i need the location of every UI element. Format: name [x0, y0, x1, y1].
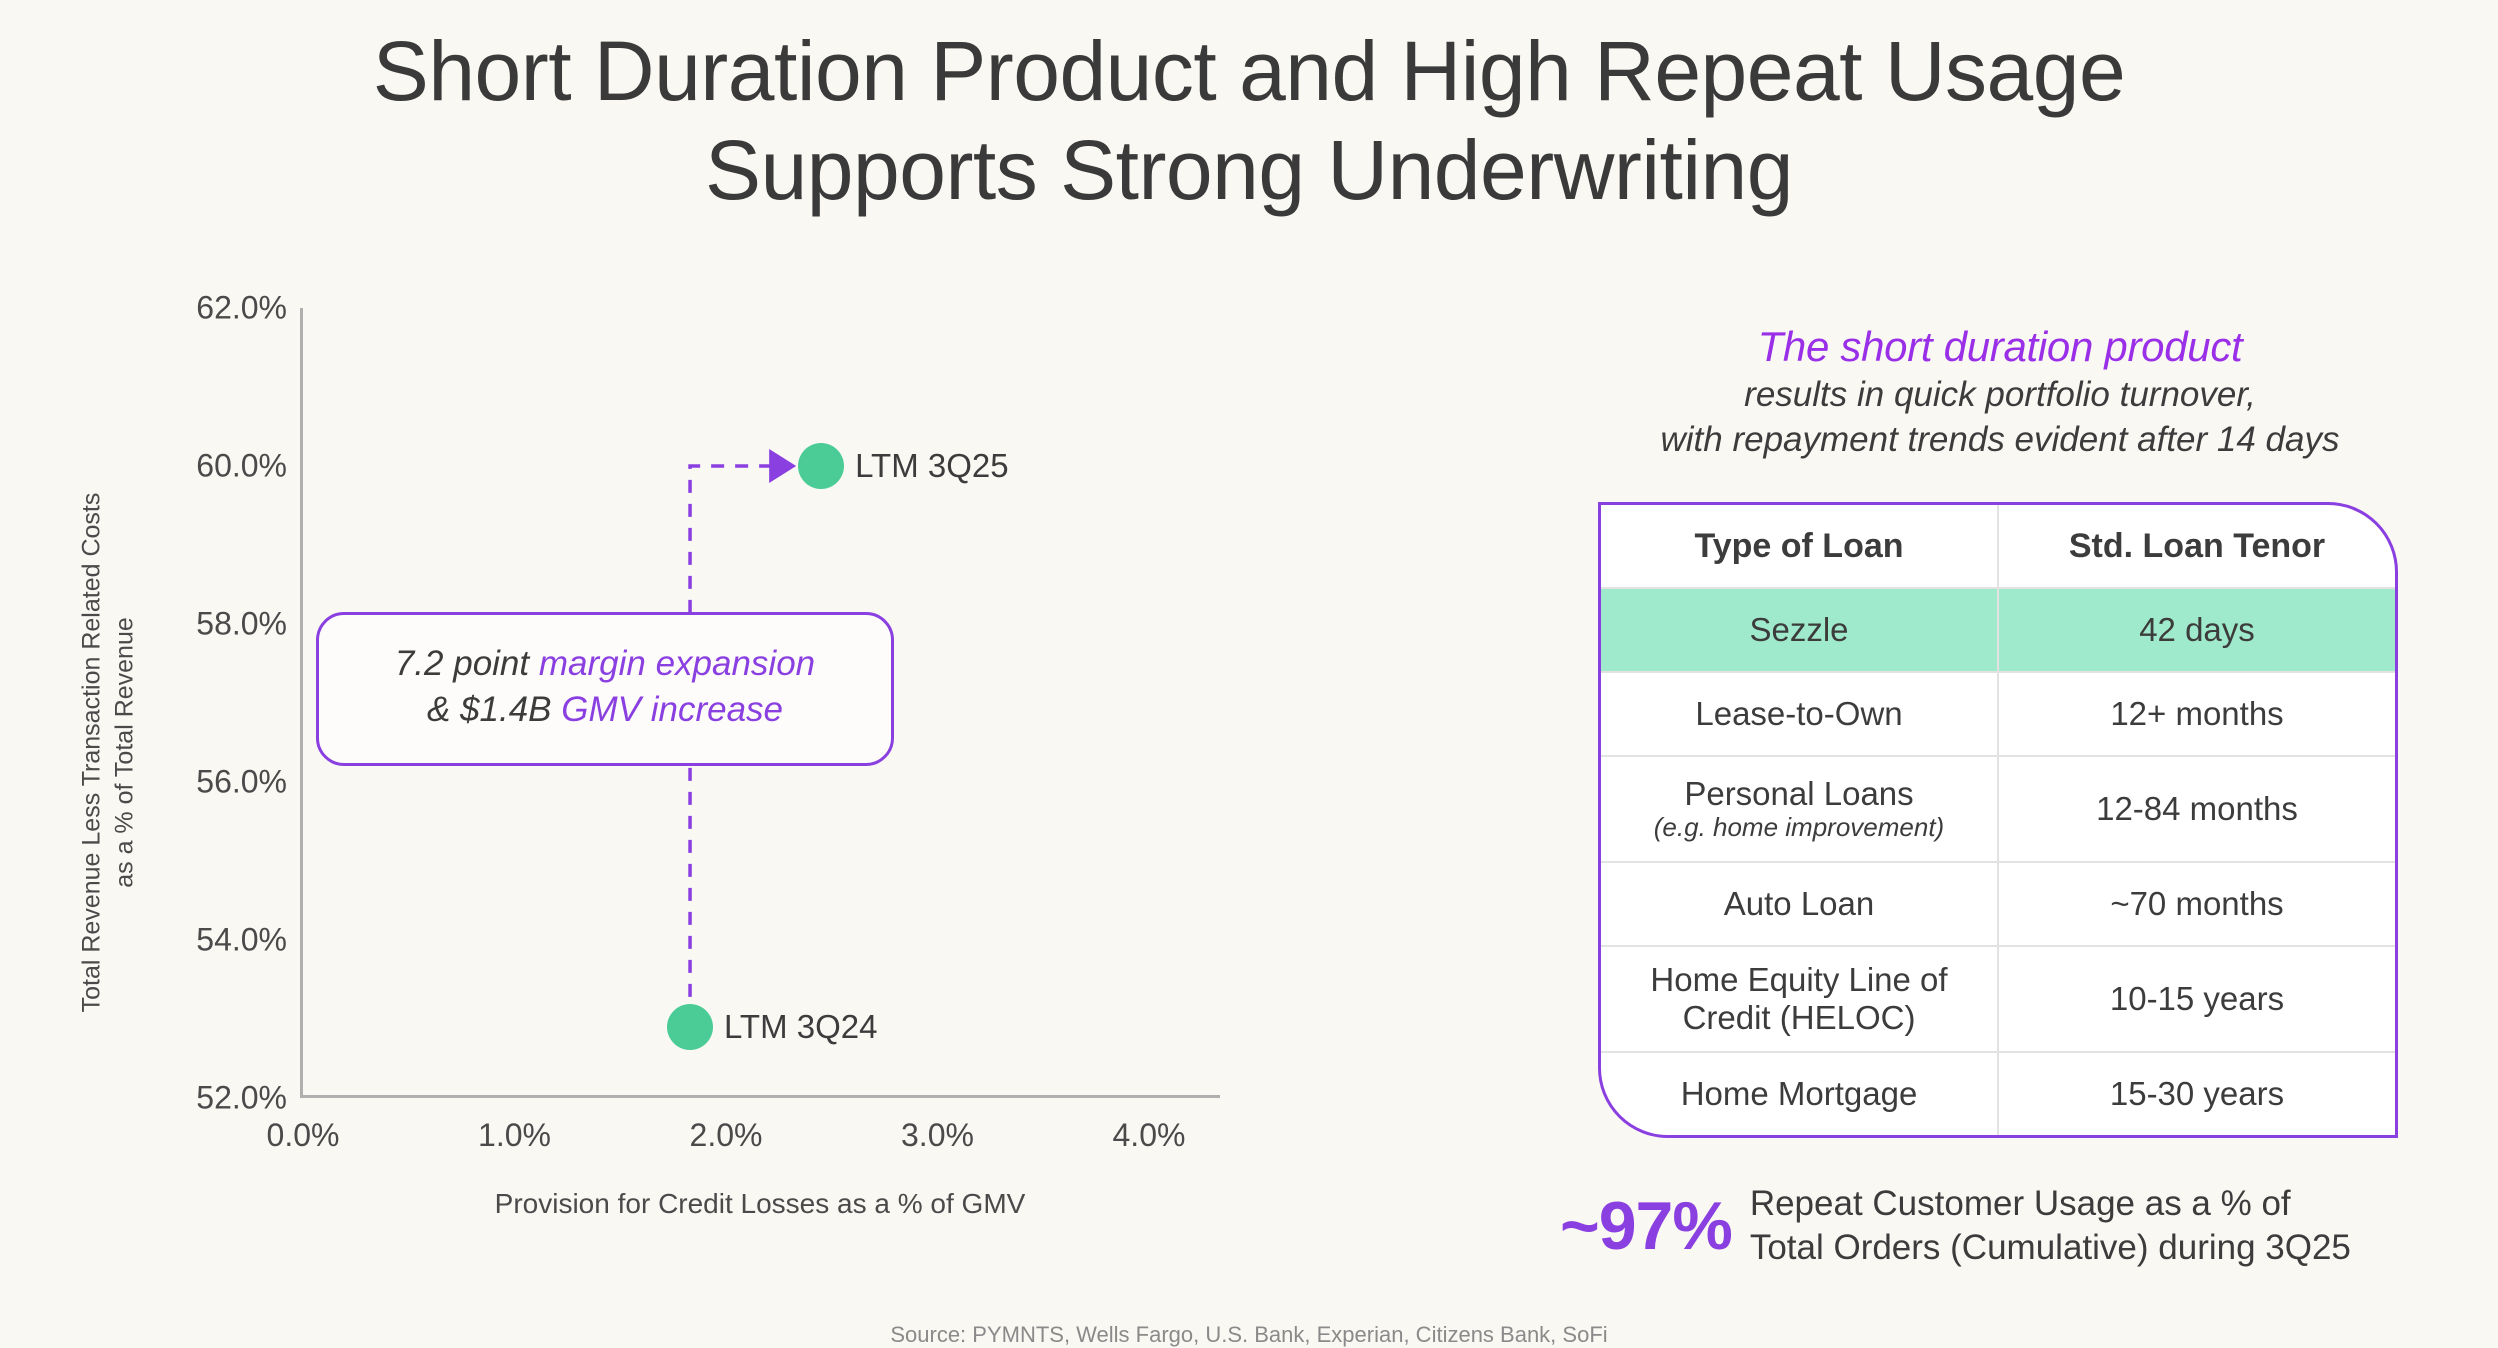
margin-expansion-callout: 7.2 point margin expansion & $1.4B GMV i… — [316, 612, 894, 767]
cell-loan-type-label: Lease-to-Own — [1695, 695, 1903, 733]
repeat-usage-value: ~97% — [1560, 1187, 1733, 1264]
data-point-marker — [798, 443, 845, 489]
cell-loan-type-label: Home Mortgage — [1680, 1075, 1918, 1113]
cell-loan-tenor: 10-15 years — [2109, 980, 2285, 1018]
x-axis-tick-label: 3.0% — [901, 1117, 974, 1153]
x-axis-tick-label: 2.0% — [689, 1117, 763, 1153]
callout-line-1: 7.2 point margin expansion — [339, 641, 871, 687]
cell-loan-tenor: 12-84 months — [2096, 790, 2298, 828]
callout-line-2-plain: & $1.4B — [426, 690, 552, 730]
y-axis-tick-label: 54.0% — [196, 921, 287, 958]
page-title-line-2: Supports Strong Underwriting — [705, 123, 1793, 218]
repeat-usage-description: Repeat Customer Usage as a % of Total Or… — [1750, 1182, 2351, 1270]
right-panel-heading: The short duration product results in qu… — [1560, 320, 2440, 462]
callout-line-2-accent: GMV increase — [561, 690, 784, 730]
table-header-row: Type of Loan Std. Loan Tenor — [1601, 505, 2395, 589]
cell-loan-tenor: 15-30 years — [2109, 1075, 2285, 1113]
cell-loan-type: Home Mortgage — [1601, 1053, 1999, 1135]
page-title-line-1: Short Duration Product and High Repeat U… — [372, 24, 2126, 118]
y-axis-title-line-2: as a % of Total Revenue — [110, 617, 138, 888]
x-axis-tick-label: 4.0% — [1112, 1117, 1186, 1153]
data-point-label: LTM 3Q25 — [855, 447, 1009, 484]
x-axis-tick-label: 1.0% — [478, 1117, 551, 1153]
table-row: Auto Loan ~70 months — [1601, 863, 2395, 947]
right-panel-heading-line-3: with repayment trends evident after 14 d… — [1660, 419, 2340, 459]
cell-loan-type-sublabel: (e.g. home improvement) — [1653, 811, 1945, 842]
cell-loan-type: Lease-to-Own — [1601, 673, 1999, 755]
source-footnote: Source: PYMNTS, Wells Fargo, U.S. Bank, … — [890, 1322, 1608, 1347]
data-point-label: LTM 3Q24 — [724, 1007, 878, 1045]
table-row: Home Equity Line of Credit (HELOC) 10-15 … — [1601, 947, 2395, 1053]
table-row: Sezzle 42 days — [1601, 589, 2395, 673]
right-panel: The short duration product results in qu… — [1560, 320, 2440, 1267]
plot-area: 52.0% 54.0% 56.0% 58.0% 60.0% 62.0% 0.0% 1.0% 2.… — [196, 290, 1220, 1153]
callout-line-1-accent: margin expansion — [538, 644, 816, 683]
scatter-chart-panel: Total Revenue Less Transaction Related C… — [60, 290, 1400, 1290]
column-header-type-of-loan: Type of Loan — [1601, 505, 1999, 587]
y-axis-tick-label: 52.0% — [196, 1079, 287, 1116]
y-axis-tick-label: 58.0% — [196, 605, 287, 642]
y-axis-title-line-1: Total Revenue Less Transaction Related C… — [77, 492, 106, 1013]
cell-loan-type: Personal Loans(e.g. home improvement) — [1601, 757, 1999, 861]
y-axis-tick-label: 62.0% — [196, 289, 287, 326]
repeat-usage-description-line-2: Total Orders (Cumulative) during 3Q25 — [1749, 1227, 2351, 1267]
cell-loan-type: Home Equity Line of Credit (HELOC) — [1601, 947, 1999, 1051]
cell-loan-type: Sezzle — [1601, 589, 1999, 671]
x-axis-title: Provision for Credit Losses as a % of GM… — [494, 1188, 1026, 1219]
cell-loan-type-label: Auto Loan — [1723, 885, 1875, 923]
data-point-marker — [667, 1003, 714, 1050]
callout-line-2: & $1.4B GMV increase — [339, 687, 871, 733]
connector-arrowhead — [769, 449, 797, 483]
y-axis-tick-label: 56.0% — [196, 763, 287, 800]
right-panel-heading-line-1: The short duration product — [1757, 323, 2243, 370]
cell-loan-type-label: Personal Loans(e.g. home improvement) — [1653, 775, 1945, 842]
repeat-usage-description-line-1: Repeat Customer Usage as a % of — [1749, 1184, 2291, 1223]
page-title: Short Duration Product and High Repeat U… — [0, 22, 2498, 220]
column-header-std-loan-tenor: Std. Loan Tenor — [2068, 526, 2326, 565]
loan-tenor-table: Type of Loan Std. Loan Tenor Sezzle 42 da… — [1598, 502, 2398, 1138]
callout-line-1-plain: 7.2 point — [394, 644, 530, 683]
cell-loan-tenor: 42 days — [2139, 611, 2255, 649]
cell-loan-type: Auto Loan — [1601, 863, 1999, 945]
table-row: Lease-to-Own 12+ months — [1601, 673, 2395, 757]
y-axis-tick-label: 60.0% — [196, 447, 287, 484]
y-axis-title: Total Revenue Less Transaction Related C… — [76, 433, 141, 1073]
cell-loan-tenor: ~70 months — [2110, 885, 2284, 923]
repeat-usage-stat: ~97% Repeat Customer Usage as a % of Tot… — [1560, 1182, 2351, 1270]
table-row: Personal Loans(e.g. home improvement) 12-… — [1601, 757, 2395, 863]
cell-loan-type-label: Sezzle — [1749, 611, 1849, 649]
cell-loan-tenor: 12+ months — [2110, 695, 2284, 733]
cell-loan-type-label: Home Equity Line of Credit (HELOC) — [1650, 961, 1948, 1036]
table-row: Home Mortgage 15-30 years — [1601, 1053, 2395, 1135]
right-panel-heading-line-2: results in quick portfolio turnover, — [1744, 375, 2256, 415]
x-axis-tick-label: 0.0% — [266, 1117, 340, 1153]
